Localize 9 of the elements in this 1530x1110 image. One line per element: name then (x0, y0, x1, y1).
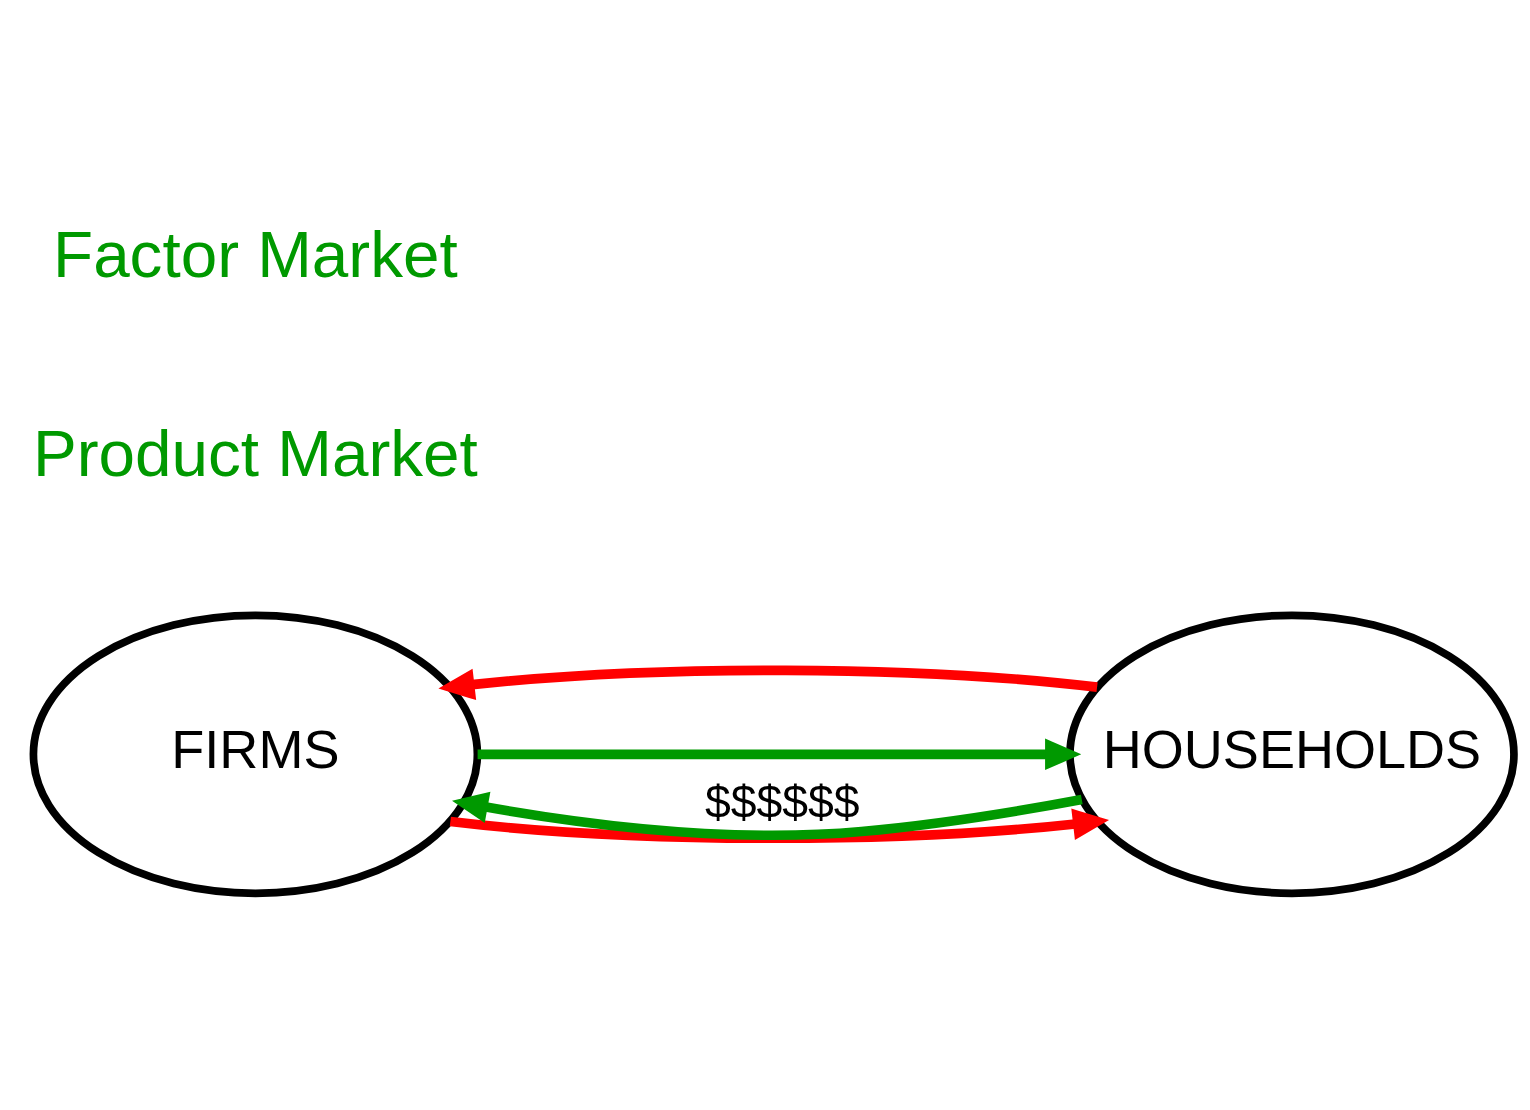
edge-label: $$$$$$ (705, 776, 860, 829)
arrow (438, 665, 1098, 701)
label: Product Market (32, 416, 478, 490)
node-ellipse: FIRMS (29, 611, 482, 898)
node-ellipse: HOUSEHOLDS (1066, 611, 1518, 898)
label: Factor Market (53, 217, 458, 291)
arrow (452, 791, 1083, 840)
arrow (449, 808, 1110, 844)
arrow (477, 738, 1082, 771)
